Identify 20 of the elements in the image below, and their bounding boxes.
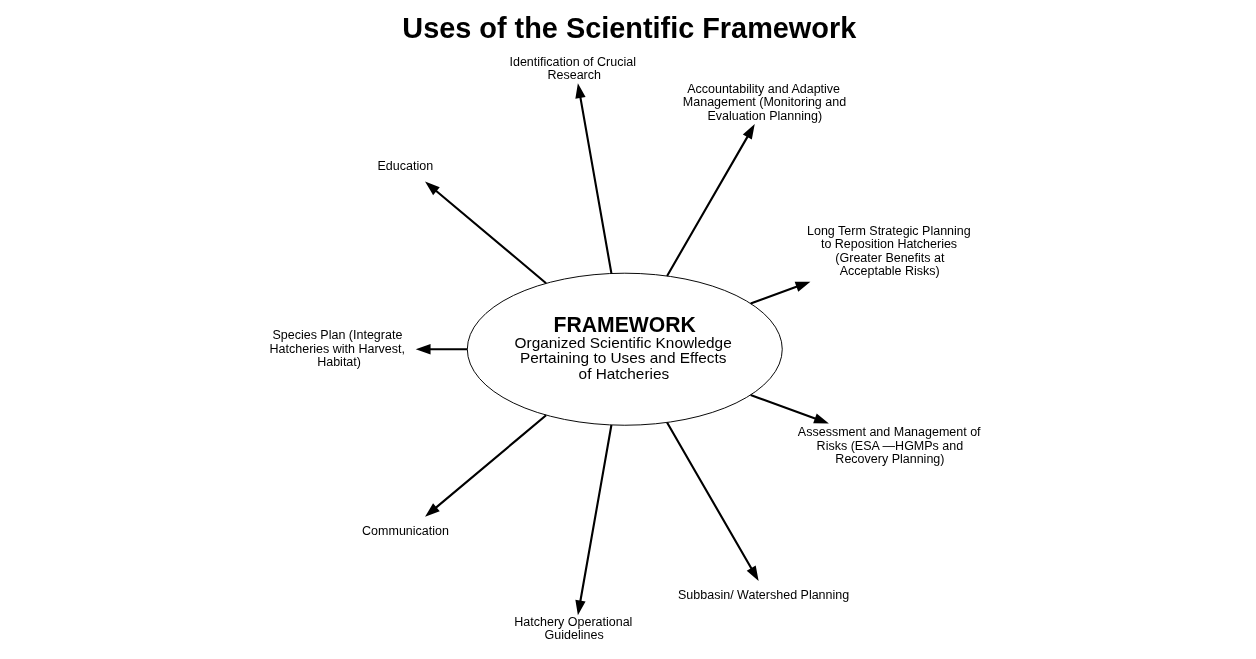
node-ellipse: FRAMEWORK Organized Scientific Knowledge Pertaining to Uses and Effects of Hatcheries <box>466 272 783 426</box>
node-text: Hatchery Operational Guidelines <box>514 614 633 643</box>
arrow <box>415 344 468 355</box>
node-text: Education <box>377 158 434 173</box>
node-text: Communication <box>362 524 449 539</box>
arrow <box>750 394 829 424</box>
node-text: Assessment and Management of Risks (ESA —HGMPs and Recovery Planning) <box>797 425 981 467</box>
node-text: Identification of Crucial Research <box>509 54 636 83</box>
arrow <box>575 83 613 274</box>
arrow <box>666 124 755 277</box>
node-text: Long Term Strategic Planning to Reposition Hatcheries (Greater Benefits at Acceptable Risks) <box>806 223 971 279</box>
arrow <box>666 421 759 582</box>
diagram-title: Uses of the Scientific Framework <box>402 12 857 45</box>
node-text: Species Plan (Integrate Hatcheries with Harvest, Habitat) <box>269 328 406 369</box>
arrow <box>425 414 547 517</box>
arrow <box>425 181 547 284</box>
arrow <box>750 281 811 305</box>
node-text: Accountability and Adaptive Management (Monitoring and Evaluation Planning) <box>682 81 847 123</box>
arrow <box>575 424 613 616</box>
node-text: Subbasin/ Watershed Planning <box>678 587 850 602</box>
